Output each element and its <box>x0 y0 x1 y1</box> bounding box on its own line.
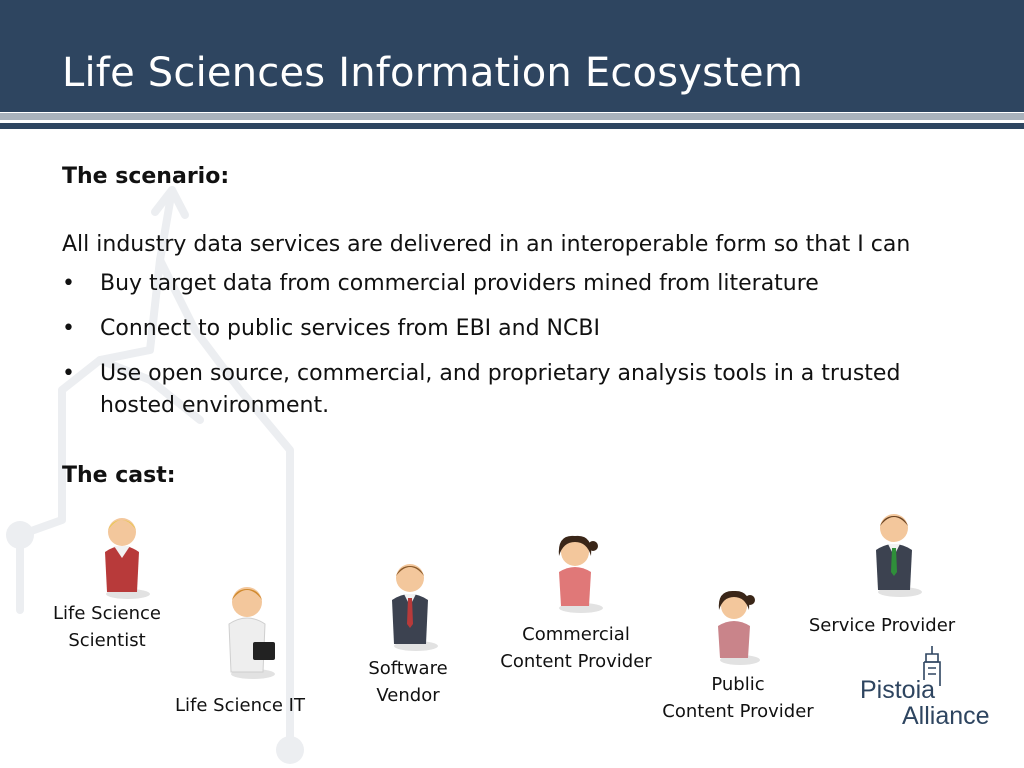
divider-dark <box>0 123 1024 129</box>
cast-label-public-provider: Public Content Provider <box>662 674 814 722</box>
logo-text-pistoia: Pistoia <box>860 676 936 704</box>
cast-label-service-provider: Service Provider <box>808 615 956 636</box>
cast-label-commercial-provider: Commercial Content Provider <box>500 624 652 672</box>
vendor-figure-icon <box>392 564 438 651</box>
title-bar: Life Sciences Information Ecosystem <box>0 0 1024 112</box>
scenario-heading: The scenario: <box>62 164 230 189</box>
cast-label-it: Life Science IT <box>175 695 305 716</box>
bullet-marker: • <box>62 271 75 296</box>
scientist-figure-icon <box>105 518 150 599</box>
list-item: • Buy target data from commercial provid… <box>62 268 962 300</box>
bullet-text: Use open source, commercial, and proprie… <box>100 361 901 418</box>
public-provider-figure-icon <box>718 590 760 665</box>
bullet-marker: • <box>62 316 75 341</box>
bullet-marker: • <box>62 361 75 386</box>
list-item: • Use open source, commercial, and propr… <box>62 358 962 422</box>
scenario-bullets: • Buy target data from commercial provid… <box>62 268 962 435</box>
commercial-provider-figure-icon <box>558 535 603 613</box>
cast-label-vendor: Software Vendor <box>368 658 448 706</box>
bullet-text: Buy target data from commercial provider… <box>100 271 819 296</box>
pistoia-alliance-logo: Pistoia Alliance <box>856 644 1016 740</box>
cast-heading: The cast: <box>62 463 176 488</box>
divider-light <box>0 113 1024 120</box>
cast-label-scientist: Life Science Scientist <box>53 603 161 651</box>
intro-text: All industry data services are delivered… <box>62 232 911 257</box>
logo-text-alliance: Alliance <box>902 702 990 730</box>
tower-icon <box>923 646 941 686</box>
bullet-text: Connect to public services from EBI and … <box>100 316 600 341</box>
service-provider-figure-icon <box>876 514 922 597</box>
list-item: • Connect to public services from EBI an… <box>62 313 962 345</box>
slide-title: Life Sciences Information Ecosystem <box>62 50 804 96</box>
it-figure-icon <box>228 587 275 679</box>
background-network-art <box>6 186 304 764</box>
